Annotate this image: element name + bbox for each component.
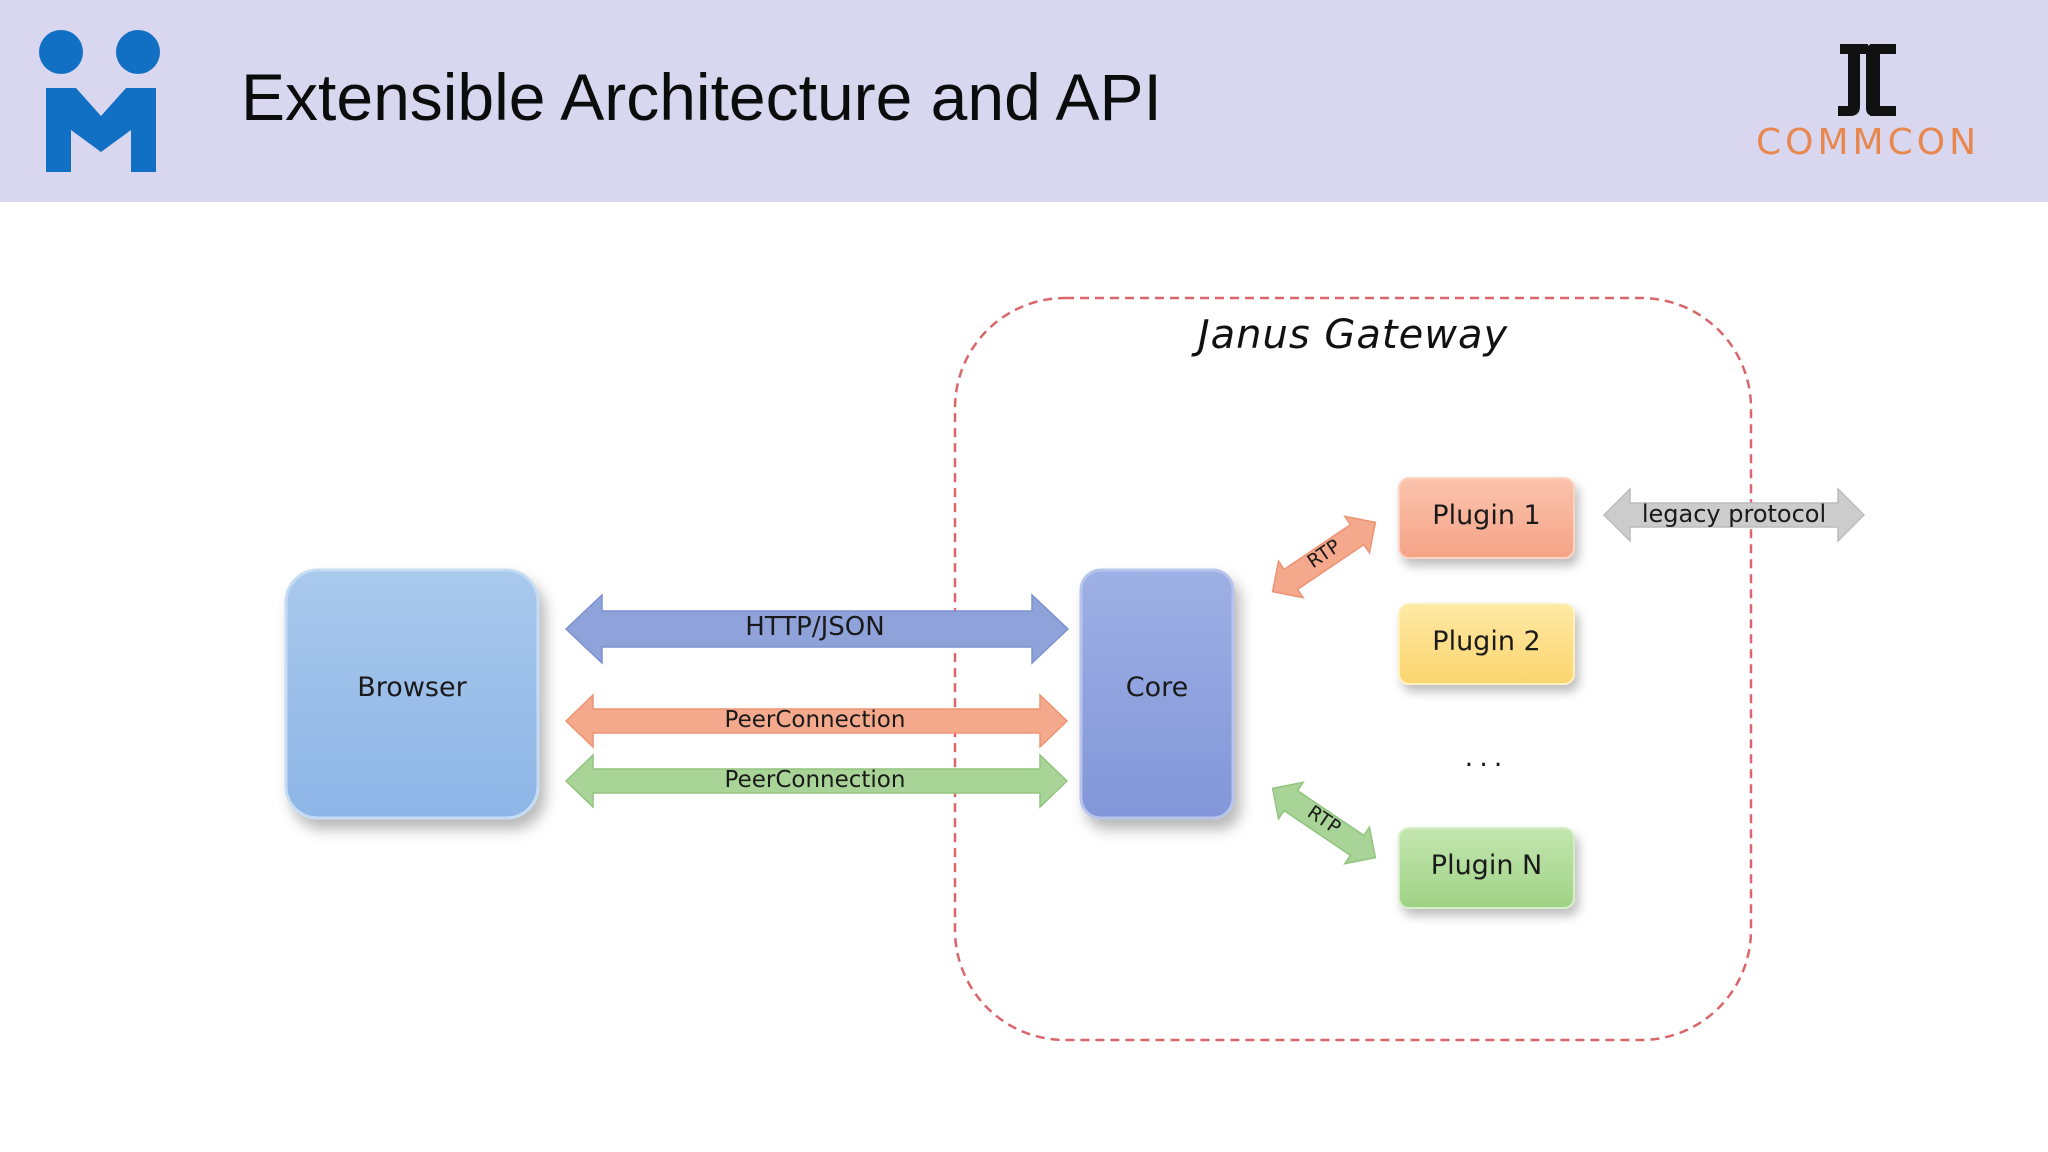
peer-connection-label-2: PeerConnection: [724, 767, 906, 793]
browser-label: Browser: [357, 672, 467, 703]
legacy-protocol-arrow: [1602, 487, 1866, 543]
peer-connection-arrow-2: [564, 753, 1069, 809]
gateway-container: [953, 296, 1753, 1042]
plugin-2-node: [1398, 603, 1575, 685]
peer-connection-label-1: PeerConnection: [724, 707, 906, 733]
rtp-top-arrow: [1271, 515, 1377, 599]
page-title: Extensible Architecture and API: [241, 60, 1162, 134]
plugin-1-label: Plugin 1: [1432, 500, 1541, 531]
core-label: Core: [1125, 672, 1189, 703]
peer-connection-arrow-1: [564, 693, 1069, 749]
rtp-bottom-arrow: [1271, 781, 1377, 865]
gateway-label: Janus Gateway: [1197, 312, 1509, 358]
http-json-arrow: [564, 593, 1070, 665]
architecture-diagram: Janus Gateway Browser Core Plugin 1 Plug…: [0, 202, 2048, 1152]
diagram-canvas: [284, 296, 1866, 1042]
commcon-mark-icon: [1838, 44, 1896, 116]
core-node: [1079, 568, 1235, 820]
plugin-n-label: Plugin N: [1430, 850, 1543, 881]
commcon-wordmark: COMMCON: [1756, 122, 1980, 163]
http-json-label: HTTP/JSON: [745, 612, 885, 642]
browser-node: [284, 568, 540, 820]
plugins-ellipsis: ...: [1464, 742, 1509, 773]
plugin-n-node: [1398, 827, 1575, 909]
plugin-1-node: [1398, 477, 1575, 559]
legacy-protocol-label: legacy protocol: [1641, 500, 1827, 528]
plugin-2-label: Plugin 2: [1432, 626, 1541, 657]
header-bar: Extensible Architecture and API COMMCON: [0, 0, 2048, 202]
commcon-logo: COMMCON: [1748, 36, 1988, 166]
meetecho-logo: [39, 30, 160, 172]
